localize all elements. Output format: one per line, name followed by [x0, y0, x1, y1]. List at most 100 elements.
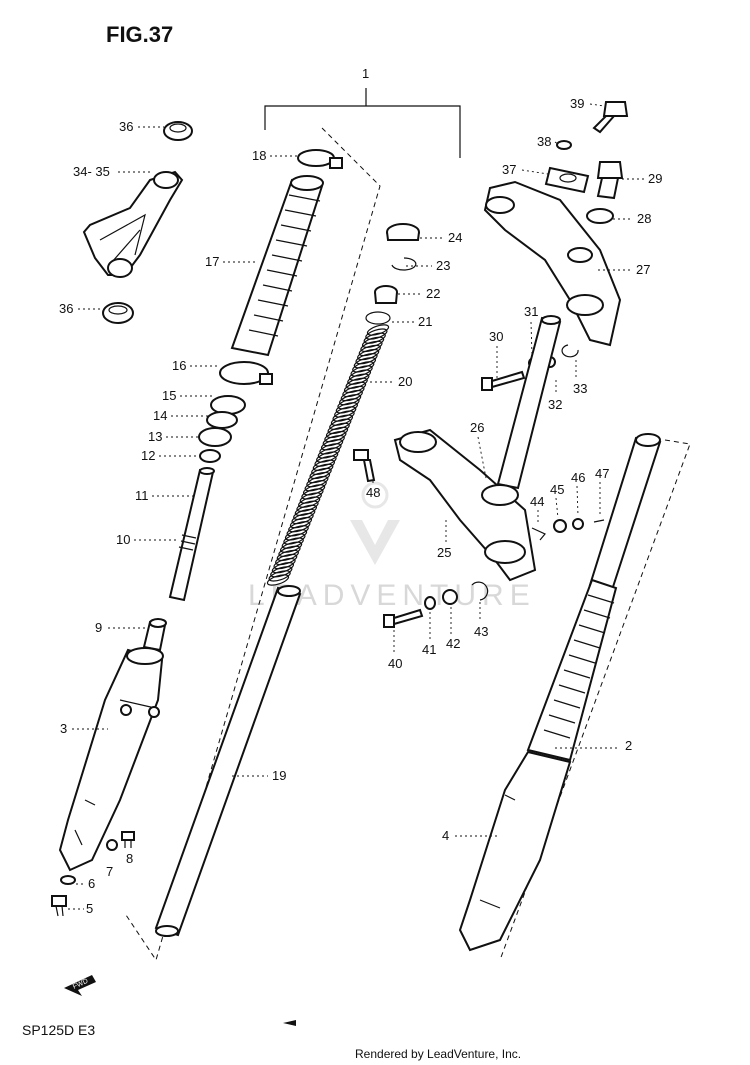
callout-9: 9	[95, 620, 102, 635]
headlight-bracket	[82, 170, 184, 278]
o-ring	[365, 311, 391, 325]
callout-3: 3	[60, 721, 67, 736]
drain-screw	[121, 831, 135, 848]
callout-42: 42	[446, 636, 460, 651]
leader-lines	[68, 103, 644, 910]
callout-46: 46	[571, 470, 585, 485]
washer-7	[106, 839, 118, 851]
callout-22: 22	[426, 286, 440, 301]
leader-26	[477, 436, 487, 479]
leader-31	[530, 321, 533, 357]
handlebar-bolt	[592, 101, 629, 134]
washer-42	[442, 589, 458, 605]
pinch-bolt-40	[383, 608, 424, 628]
bracket-bolt-48	[353, 449, 376, 483]
callout-23: 23	[436, 258, 450, 273]
dust-seal	[210, 395, 246, 415]
callout-labels: 1234567891011121314151617181920212223242…	[59, 66, 662, 916]
callout-26: 26	[470, 420, 484, 435]
callout-36a: 36	[119, 119, 133, 134]
callout-19: 19	[272, 768, 286, 783]
callout-37: 37	[502, 162, 516, 177]
pinch-bolt-30	[481, 370, 526, 391]
leader-39	[589, 103, 605, 107]
washer-6	[60, 875, 76, 885]
fork-assembly-right	[458, 433, 662, 952]
callout-4: 4	[442, 828, 449, 843]
callout-1: 1	[362, 66, 369, 81]
callout-28: 28	[637, 211, 651, 226]
model-code: SP125D E3	[22, 1022, 95, 1038]
callout-47: 47	[595, 466, 609, 481]
callout-7: 7	[106, 864, 113, 879]
callout-44: 44	[530, 494, 544, 509]
fwd-arrow-icon: FWD	[64, 975, 96, 996]
washer-38	[556, 140, 572, 150]
damper-rod	[168, 467, 215, 602]
callout-25: 25	[437, 545, 451, 560]
credit-line: Rendered by LeadVenture, Inc.	[355, 1047, 521, 1061]
leader-46	[576, 485, 579, 517]
callout-24: 24	[448, 230, 462, 245]
callout-41: 41	[422, 642, 436, 657]
fork-top-cap	[386, 223, 420, 241]
oil-seal	[198, 427, 232, 447]
right-fork-outline	[499, 439, 691, 961]
callout-14: 14	[153, 408, 167, 423]
callout-12: 12	[141, 448, 155, 463]
boot-clamp-lower	[219, 361, 273, 385]
callout-39: 39	[570, 96, 584, 111]
seal-ring-bottom	[102, 302, 134, 324]
clip-43	[471, 581, 489, 601]
callout-38: 38	[537, 134, 551, 149]
retaining-ring	[206, 411, 238, 429]
clip-33	[561, 344, 579, 358]
callout-10: 10	[116, 532, 130, 547]
callout-40: 40	[388, 656, 402, 671]
callout-2: 2	[625, 738, 632, 753]
callout-3435: 34- 35	[73, 164, 110, 179]
callout-15: 15	[162, 388, 176, 403]
callout-17: 17	[205, 254, 219, 269]
callout-20: 20	[398, 374, 412, 389]
leader-38	[554, 141, 559, 145]
steering-stem	[496, 315, 562, 490]
callout-48: 48	[366, 485, 380, 500]
washer-45	[553, 519, 567, 533]
inner-tube	[154, 585, 302, 937]
callout-30: 30	[489, 329, 503, 344]
clip-44	[531, 527, 546, 541]
callout-27: 27	[636, 262, 650, 277]
boot-clamp-upper	[297, 149, 343, 169]
callout-18: 18	[252, 148, 266, 163]
allen-bolt	[51, 895, 67, 917]
leadventure-logo-icon	[350, 481, 400, 565]
stem-bolt	[596, 161, 624, 200]
nut-46	[572, 518, 584, 530]
handlebar-holder	[544, 166, 590, 194]
guide-ring	[199, 449, 221, 463]
lower-steering-bracket	[393, 428, 537, 582]
callout-6: 6	[88, 876, 95, 891]
callout-29: 29	[648, 171, 662, 186]
svg-text:FWD: FWD	[72, 978, 89, 991]
callout-32: 32	[548, 397, 562, 412]
callout-5: 5	[86, 901, 93, 916]
fork-boot-left	[230, 175, 324, 357]
fork-spring-seat	[142, 618, 167, 652]
left-fork-outline	[125, 127, 381, 962]
seal-ring-top	[163, 121, 193, 141]
callout-8: 8	[126, 851, 133, 866]
fork-spring	[266, 324, 390, 586]
figure-title: FIG.37	[106, 22, 173, 47]
callout-11: 11	[135, 488, 149, 503]
callout-43: 43	[474, 624, 488, 639]
callout-16: 16	[172, 358, 186, 373]
callout-45: 45	[550, 482, 564, 497]
pin-47	[593, 519, 605, 523]
small-mark	[283, 1020, 296, 1026]
callout-36b: 36	[59, 301, 73, 316]
washer-41	[424, 596, 436, 610]
callout-31: 31	[524, 304, 538, 319]
washer-28	[586, 208, 614, 224]
